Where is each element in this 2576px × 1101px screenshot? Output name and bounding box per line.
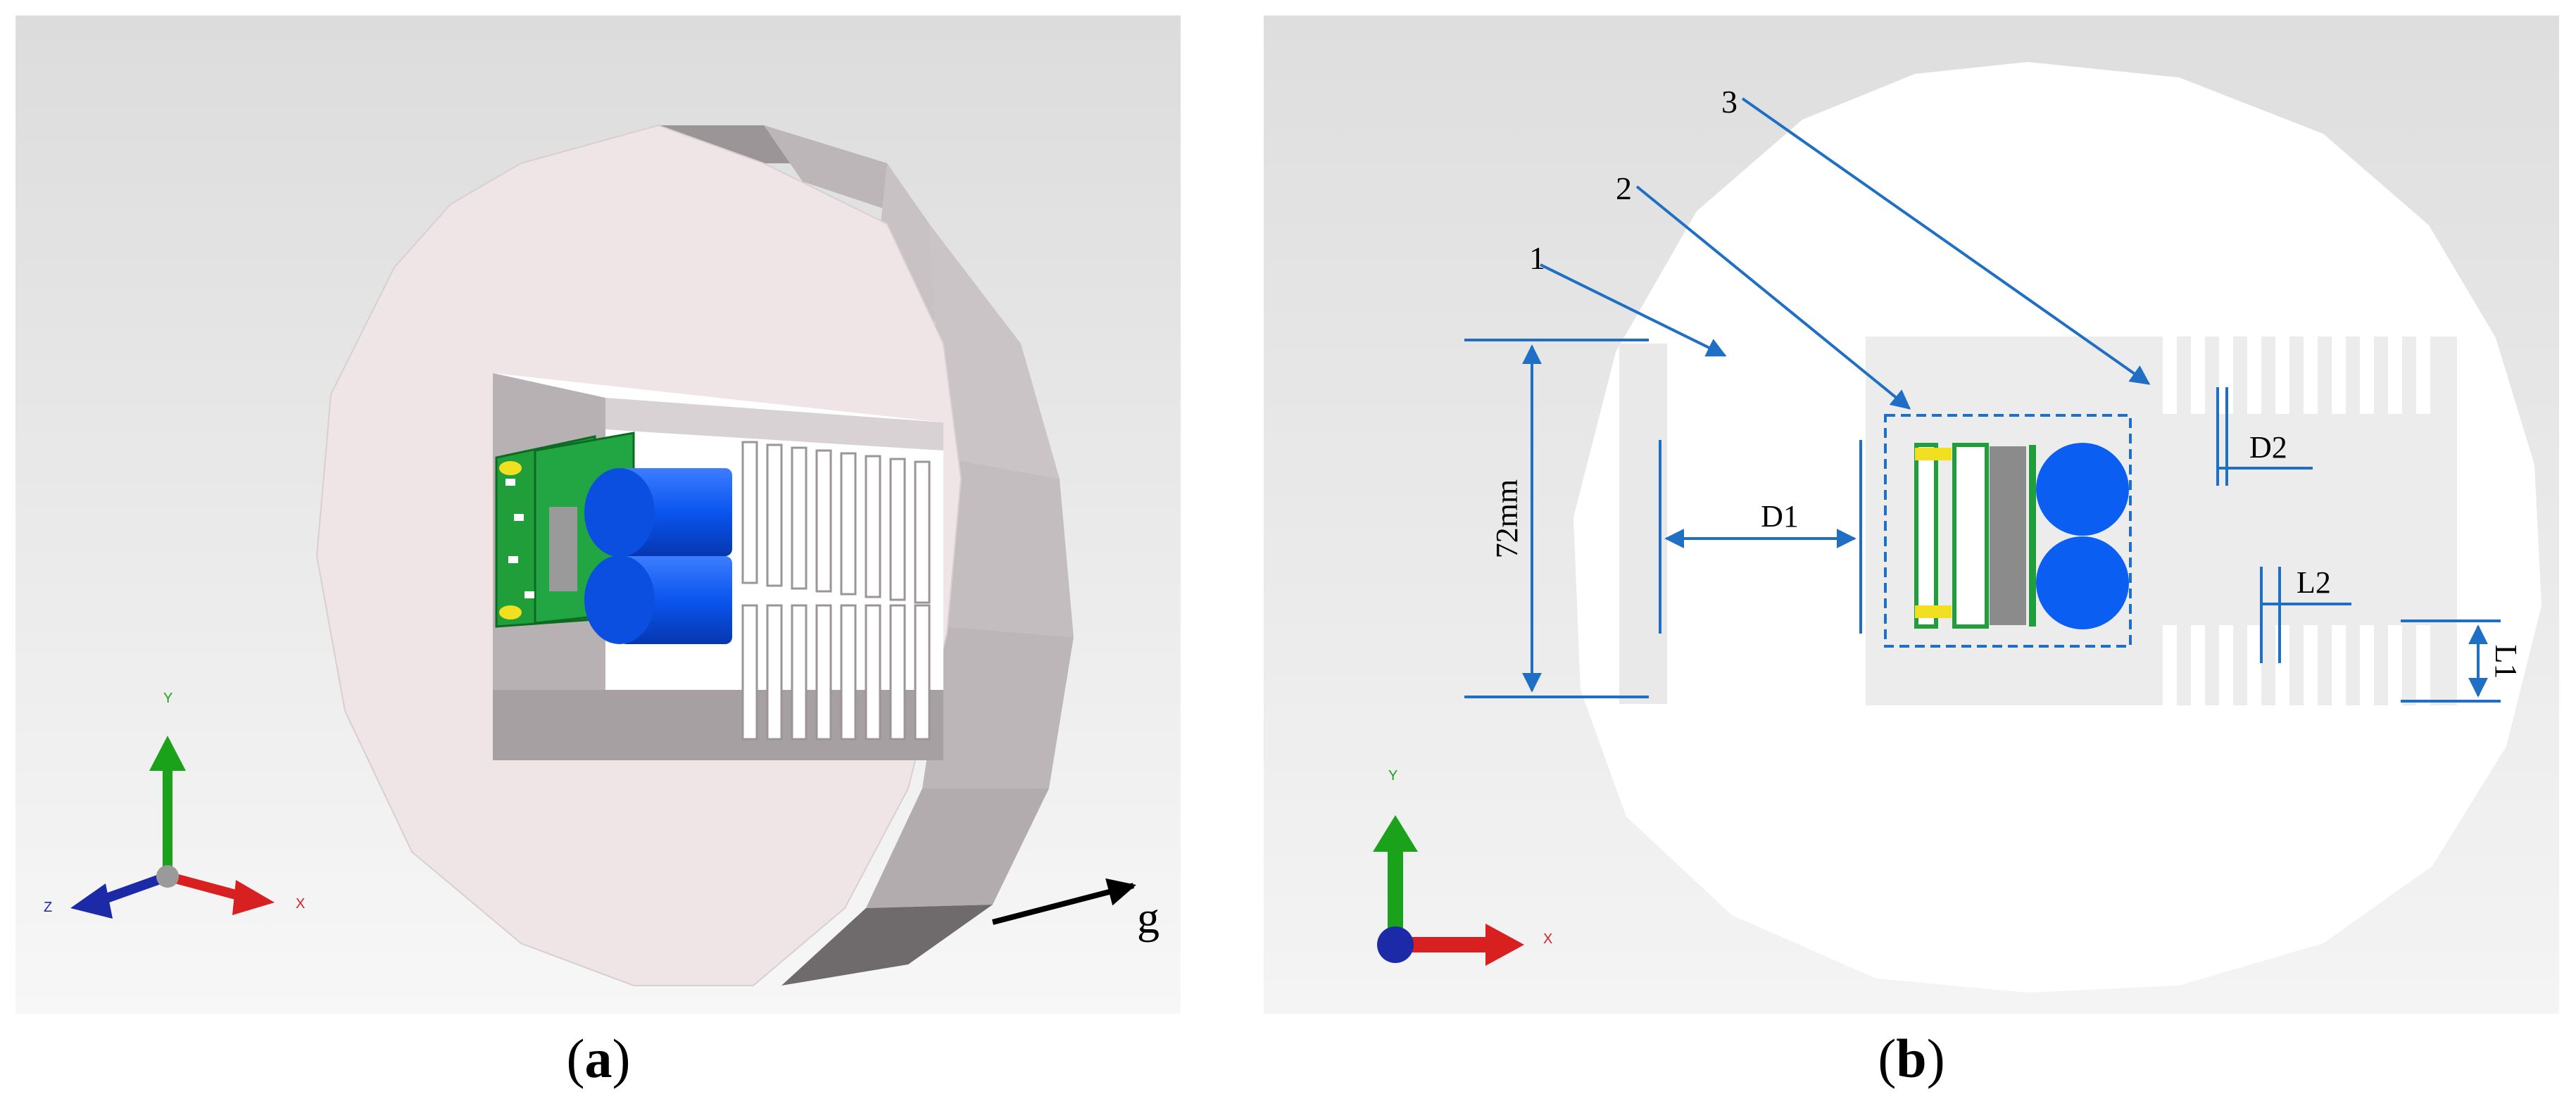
- x-axis-arrow-icon-b: [1485, 924, 1524, 966]
- panel-a: Y X Z g (a): [15, 15, 1181, 1089]
- axis-label-z-a: Z: [44, 900, 52, 915]
- caption-b: (b): [1878, 1028, 1944, 1089]
- gravity-label: g: [1137, 893, 1160, 943]
- y-axis-arrow-icon: [149, 736, 186, 771]
- x-axis-arrow-icon: [232, 880, 275, 915]
- dimension-height-label: 72mm: [1490, 479, 1524, 558]
- gravity-arrow-icon: [991, 878, 1136, 925]
- battery-cell-top: [2036, 443, 2129, 536]
- callout-1: 1: [1529, 240, 1545, 276]
- axis-label-y-b: Y: [1388, 768, 1397, 784]
- dimension-l2-label: L2: [2297, 565, 2331, 600]
- callout-2: 2: [1616, 170, 1632, 206]
- dimension-d1-label: D1: [1761, 499, 1799, 534]
- y-axis-arrow-icon-b: [1373, 815, 1418, 852]
- housing-rim: [521, 125, 1074, 986]
- dimension-l1-label: L1: [2489, 645, 2523, 679]
- module-contents: [1914, 443, 2129, 629]
- dimension-d2: [2216, 387, 2313, 486]
- heat-sink-fins: [741, 441, 931, 741]
- z-axis-arrow-icon: [70, 883, 113, 919]
- dimension-72mm: [1464, 339, 1649, 698]
- axis-label-x-b: X: [1543, 931, 1552, 947]
- dimension-d1: [1659, 440, 1862, 634]
- dimension-d2-label: D2: [2249, 430, 2287, 465]
- caption-a: (a): [567, 1028, 631, 1089]
- dimension-l1: [2401, 619, 2501, 703]
- dimension-l2: [2260, 567, 2351, 663]
- fins-top: [2163, 336, 2430, 414]
- callout-leaders: [1540, 97, 2151, 410]
- module-dashed-box: [1884, 414, 2132, 648]
- callout-3: 3: [1721, 84, 1738, 120]
- axis-triad-b: Y X: [1373, 768, 1552, 966]
- battery-cell-bottom: [2036, 536, 2129, 629]
- axis-label-x-a: X: [296, 896, 305, 912]
- axis-triad-a: Y X Z: [44, 691, 305, 919]
- panel-b: 1 2 3 72mm D1 D2 L2: [1264, 15, 2559, 1089]
- battery-cells: [584, 468, 732, 644]
- axis-label-y-a: Y: [163, 691, 172, 706]
